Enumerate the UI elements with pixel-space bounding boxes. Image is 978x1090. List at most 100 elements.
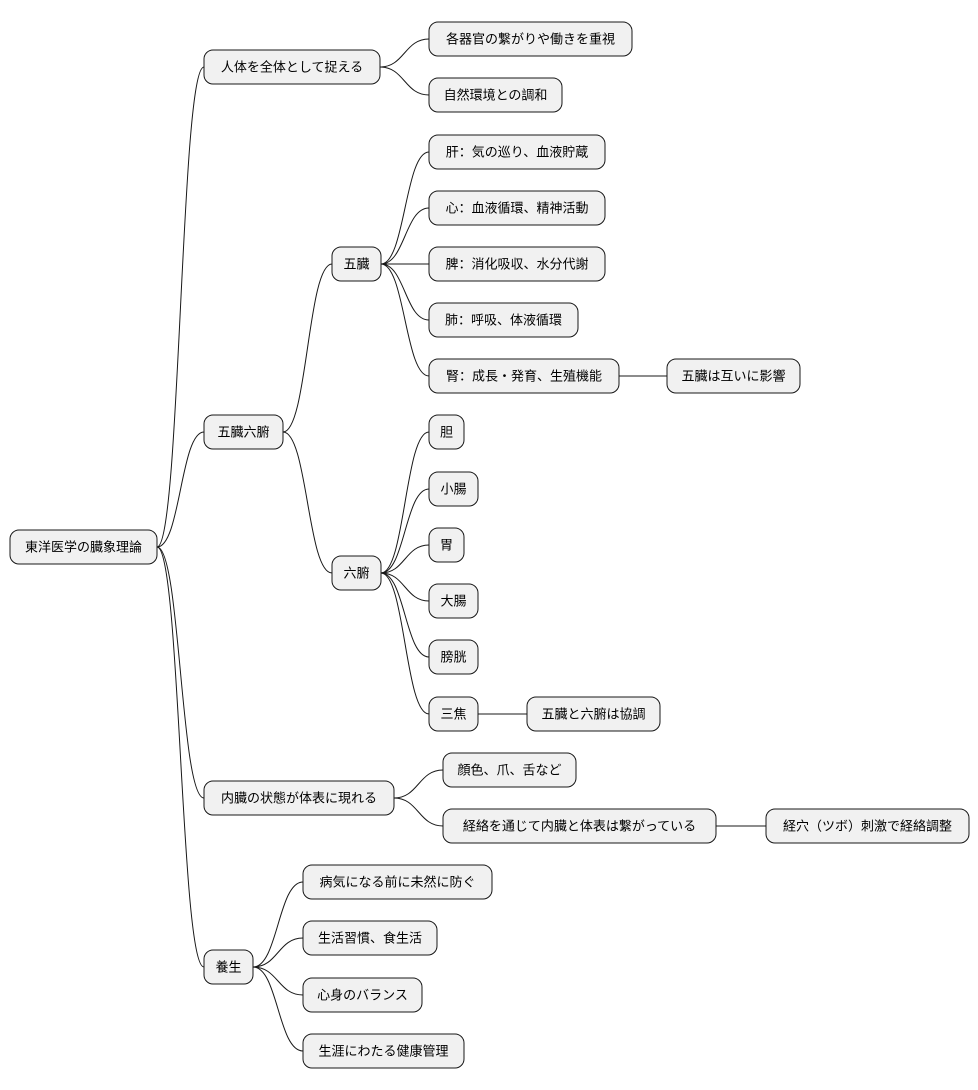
node-holistic_organs: 各器官の繋がりや働きを重視 (428, 21, 633, 57)
edge-holistic-to-holistic_organs (379, 38, 430, 68)
edge-yangsheng-to-balance (252, 966, 304, 996)
node-box-liver (428, 134, 606, 170)
node-box-surface_signs (442, 752, 577, 788)
node-box-meridians (442, 808, 717, 844)
node-box-sanjiao (428, 696, 479, 732)
node-zangfu: 五臓六腑 (203, 414, 284, 450)
edge-yangsheng-to-lifelong (252, 966, 304, 1052)
node-zang_mutual: 五臓は互いに影響 (666, 358, 801, 394)
edge-fu-to-bladder (380, 572, 430, 658)
node-label-root: 東洋医学の臓象理論 (25, 540, 142, 556)
node-stomach: 胃 (428, 527, 465, 563)
node-box-gallbladder (428, 414, 465, 450)
node-kidney: 腎：成長・発育、生殖機能 (428, 358, 620, 394)
node-label-zangfu_coop: 五臓と六腑は協調 (541, 707, 645, 723)
edge-fu-to-sanjiao (380, 572, 430, 715)
edge-zang-to-liver (380, 151, 430, 265)
node-label-bladder: 膀胱 (440, 650, 466, 666)
node-box-spleen (428, 246, 606, 282)
edge-yangsheng-to-lifestyle (252, 937, 304, 968)
edge-root-to-yangsheng (156, 546, 205, 968)
edge-fu-to-small_intestine (380, 488, 430, 574)
node-label-lung: 肺：呼吸、体液循環 (445, 314, 562, 329)
node-label-acupoints: 経穴（ツボ）刺激で経絡調整 (783, 819, 952, 835)
node-liver: 肝：気の巡り、血液貯蔵 (428, 134, 606, 170)
node-spleen: 脾：消化吸収、水分代謝 (428, 246, 606, 282)
node-surface_signs: 顔色、爪、舌など (442, 752, 577, 788)
node-label-yangsheng: 養生 (215, 960, 241, 976)
node-label-gallbladder: 胆 (440, 426, 453, 441)
node-label-zang_mutual: 五臓は互いに影響 (681, 369, 785, 385)
node-fu: 六腑 (331, 555, 382, 591)
edge-zang-to-heart (380, 207, 430, 265)
node-lifelong: 生涯にわたる健康管理 (302, 1033, 465, 1069)
node-label-surface_signs: 顔色、爪、舌など (457, 763, 561, 779)
node-label-sanjiao: 三焦 (440, 708, 466, 723)
node-prevention: 病気になる前に未然に防ぐ (302, 864, 493, 900)
node-label-large_intestine: 大腸 (440, 595, 466, 610)
edges (156, 38, 766, 1052)
node-label-small_intestine: 小腸 (440, 483, 466, 498)
node-bladder: 膀胱 (428, 639, 479, 675)
node-root: 東洋医学の臓象理論 (9, 529, 158, 565)
node-label-holistic_organs: 各器官の繋がりや働きを重視 (446, 32, 615, 48)
node-label-meridians: 経絡を通じて内臓と体表は繋がっている (463, 819, 696, 835)
node-box-small_intestine (428, 471, 479, 507)
edge-fu-to-gallbladder (380, 431, 430, 574)
node-box-stomach (428, 527, 465, 563)
node-box-balance (302, 977, 423, 1013)
node-gallbladder: 胆 (428, 414, 465, 450)
edge-zang-to-lung (380, 263, 430, 321)
node-large_intestine: 大腸 (428, 583, 479, 619)
node-box-holistic (203, 49, 381, 85)
node-zangfu_coop: 五臓と六腑は協調 (526, 696, 661, 732)
node-zang: 五臓 (331, 246, 382, 282)
edge-zang-to-kidney (380, 263, 430, 377)
node-lifestyle: 生活習慣、食生活 (302, 920, 438, 956)
edge-fu-to-stomach (380, 544, 430, 574)
node-box-zang (331, 246, 382, 282)
node-label-kidney: 腎：成長・発育、生殖機能 (446, 369, 602, 385)
node-box-acupoints (765, 808, 970, 844)
node-sanjiao: 三焦 (428, 696, 479, 732)
edge-zangfu-to-zang (282, 263, 333, 433)
node-yangsheng: 養生 (203, 949, 254, 985)
node-heart: 心：血液循環、精神活動 (428, 190, 606, 226)
node-label-liver: 肝：気の巡り、血液貯蔵 (446, 145, 588, 161)
node-box-bladder (428, 639, 479, 675)
node-label-lifelong: 生涯にわたる健康管理 (318, 1044, 448, 1060)
node-label-heart: 心：血液循環、精神活動 (445, 202, 588, 217)
node-holistic: 人体を全体として捉える (203, 49, 381, 85)
node-acupoints: 経穴（ツボ）刺激で経絡調整 (765, 808, 970, 844)
edge-holistic-to-holistic_nature (379, 66, 430, 96)
edge-surface-to-surface_signs (393, 769, 444, 799)
node-label-zangfu: 五臓六腑 (217, 425, 269, 441)
node-lung: 肺：呼吸、体液循環 (428, 302, 579, 338)
edge-surface-to-meridians (393, 797, 444, 827)
node-box-prevention (302, 864, 493, 900)
node-box-lifestyle (302, 920, 438, 956)
node-meridians: 経絡を通じて内臓と体表は繋がっている (442, 808, 717, 844)
node-box-kidney (428, 358, 620, 394)
edge-root-to-holistic (156, 66, 205, 548)
node-holistic_nature: 自然環境との調和 (428, 77, 563, 113)
node-label-fu: 六腑 (343, 566, 369, 582)
node-box-zangfu (203, 414, 284, 450)
node-box-holistic_nature (428, 77, 563, 113)
node-box-root (9, 529, 158, 565)
node-box-lifelong (302, 1033, 465, 1069)
node-box-zangfu_coop (526, 696, 661, 732)
edge-yangsheng-to-prevention (252, 881, 304, 968)
edge-root-to-surface (156, 546, 205, 799)
node-box-yangsheng (203, 949, 254, 985)
node-surface: 内臓の状態が体表に現れる (203, 780, 395, 816)
node-box-fu (331, 555, 382, 591)
edge-zangfu-to-fu (282, 431, 333, 574)
node-box-heart (428, 190, 606, 226)
node-label-holistic: 人体を全体として捉える (221, 60, 363, 76)
node-box-large_intestine (428, 583, 479, 619)
node-balance: 心身のバランス (302, 977, 423, 1013)
node-label-balance: 心身のバランス (317, 988, 408, 1004)
node-label-holistic_nature: 自然環境との調和 (444, 88, 548, 104)
node-label-stomach: 胃 (440, 539, 453, 554)
